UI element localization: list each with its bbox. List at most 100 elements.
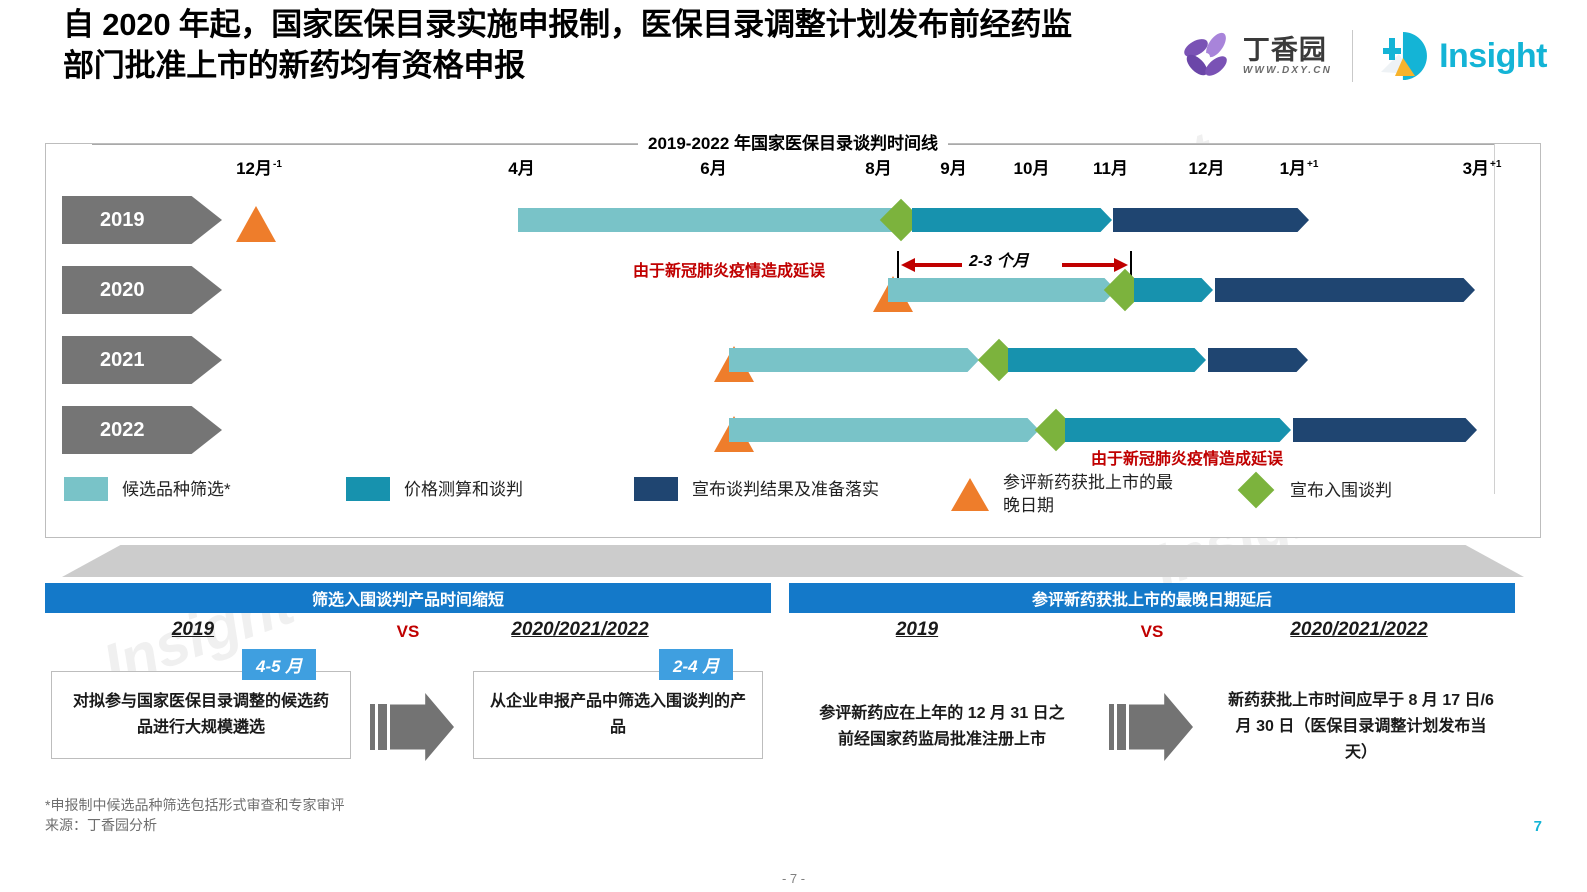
legend-swatch bbox=[634, 477, 678, 501]
bar-announce bbox=[1113, 208, 1309, 232]
panel-body: 对拟参与国家医保目录调整的候选药品进行大规模遴选 4-5 月 从企业申报产品中筛… bbox=[45, 649, 771, 769]
panel-left-box: 参评新药应在上年的 12 月 31 日之前经国家药监局批准注册上市 bbox=[799, 671, 1085, 783]
month-label: 12月 bbox=[1188, 159, 1225, 178]
panel-right-duration-tag: 2-4 月 bbox=[659, 649, 734, 680]
insight-wordmark: Insight bbox=[1439, 36, 1547, 75]
panel-left-year: 2019 bbox=[895, 619, 939, 640]
span-line-right bbox=[1062, 263, 1114, 267]
panel-header: 筛选入围谈判产品时间缩短 bbox=[45, 583, 771, 613]
footnotes: *申报制中候选品种筛选包括形式审查和专家审评 来源：丁香园分析 bbox=[45, 795, 344, 835]
timeline-row-2021: 2021 bbox=[46, 336, 1540, 384]
panel-right-box: 从企业申报产品中筛选入围谈判的产品 bbox=[473, 671, 763, 759]
page-number: 7 bbox=[1533, 818, 1542, 835]
logo-divider bbox=[1352, 30, 1354, 82]
legend-item-shortlist: 宣布入围谈判 bbox=[1236, 471, 1392, 509]
month-label: 4月 bbox=[508, 159, 535, 178]
timeline-card: 2019-2022 年国家医保目录谈判时间线 12月-1 4月 6月 8月 9月… bbox=[45, 134, 1541, 538]
dxy-cn-text: 丁香园 bbox=[1242, 35, 1327, 65]
timeline-right-guide bbox=[1494, 144, 1495, 494]
month-label: 12月-1 bbox=[236, 159, 282, 178]
span-arrowhead-left bbox=[901, 258, 915, 272]
span-label: 2-3 个月 bbox=[969, 253, 1029, 270]
dxy-leaf-icon bbox=[1184, 32, 1227, 76]
year-chip-2022: 2022 bbox=[62, 406, 222, 454]
span-line-left bbox=[914, 263, 962, 267]
funnel-connector bbox=[62, 545, 1524, 577]
panel-compare-row: 2019 VS 2020/2021/2022 bbox=[45, 613, 771, 649]
legend-item-screening: 候选品种筛选* bbox=[64, 477, 231, 501]
arrow-tail-thick bbox=[1117, 704, 1126, 750]
legend-item-announce: 宣布谈判结果及准备落实 bbox=[634, 477, 879, 501]
arrow-head bbox=[390, 693, 454, 761]
arrow-head bbox=[1129, 693, 1193, 761]
timeline-row-2022: 2022 bbox=[46, 406, 1540, 454]
panel-left-duration-tag: 4-5 月 bbox=[242, 649, 317, 680]
bar-announce bbox=[1208, 348, 1308, 372]
page-title: 自 2020 年起，国家医保目录实施申报制，医保目录调整计划发布前经药监部门批准… bbox=[63, 7, 1072, 83]
month-label: 3月+1 bbox=[1462, 159, 1502, 178]
bar-screening bbox=[729, 348, 979, 372]
panel-right-year: 2020/2021/2022 bbox=[511, 619, 649, 640]
bar-screening bbox=[518, 208, 903, 232]
bar-announce bbox=[1293, 418, 1477, 442]
bar-screening bbox=[888, 278, 1116, 302]
triangle-icon bbox=[951, 477, 989, 511]
legend-label: 价格测算和谈判 bbox=[404, 479, 523, 499]
panel-header: 参评新药获批上市的最晚日期延后 bbox=[789, 583, 1515, 613]
year-chip-2019: 2019 bbox=[62, 196, 222, 244]
month-label: 1月+1 bbox=[1279, 159, 1319, 178]
panel-right-box: 新药获批上市时间应早于 8 月 17 日/6 月 30 日（医保目录调整计划发布… bbox=[1211, 671, 1511, 783]
bar-negotiation bbox=[1065, 418, 1291, 442]
dxy-url-text: WWW.DXY.CN bbox=[1242, 65, 1333, 76]
month-axis: 12月-1 4月 6月 8月 9月 10月 11月 12月 1月+1 3月+1 bbox=[46, 154, 1540, 184]
bar-negotiation bbox=[1134, 278, 1213, 302]
legend-label: 宣布谈判结果及准备落实 bbox=[692, 479, 879, 499]
dxy-wordmark: 丁香园 WWW.DXY.CN bbox=[1243, 35, 1332, 77]
approval-deadline-marker bbox=[236, 206, 276, 242]
arrow-tail-thin bbox=[370, 704, 375, 750]
month-label: 9月 bbox=[940, 159, 967, 178]
timeline-row-2019: 2019 bbox=[46, 196, 1540, 244]
month-label: 11月 bbox=[1093, 159, 1128, 178]
timeline-legend: 候选品种筛选* 价格测算和谈判 宣布谈判结果及准备落实 参评新药获批上市的最晚日… bbox=[46, 465, 1540, 523]
span-arrowhead-right bbox=[1114, 258, 1128, 272]
panel-body: 参评新药应在上年的 12 月 31 日之前经国家药监局批准注册上市 新药获批上市… bbox=[789, 649, 1515, 783]
footnote-asterisk: *申报制中候选品种筛选包括形式审查和专家审评 bbox=[45, 797, 345, 813]
panel-vs: VS bbox=[1140, 622, 1164, 641]
legend-swatch bbox=[346, 477, 390, 501]
arrow-tail-thick bbox=[378, 704, 387, 750]
diamond-icon bbox=[1237, 471, 1275, 509]
delay-span-2020: 2-3 个月 bbox=[897, 251, 1132, 281]
dxy-logo: 丁香园 WWW.DXY.CN bbox=[1179, 28, 1332, 84]
legend-item-negotiation: 价格测算和谈判 bbox=[346, 477, 523, 501]
panel-left-box: 对拟参与国家医保目录调整的候选药品进行大规模遴选 bbox=[51, 671, 351, 759]
panel-vs: VS bbox=[396, 622, 420, 641]
bar-announce bbox=[1215, 278, 1475, 302]
legend-label: 参评新药获批上市的最晚日期 bbox=[1003, 473, 1173, 515]
logo-group: 丁香园 WWW.DXY.CN Insight bbox=[1179, 20, 1547, 92]
timeline-heading: 2019-2022 年国家医保目录谈判时间线 bbox=[46, 129, 1540, 154]
panel-compare-row: 2019 VS 2020/2021/2022 bbox=[789, 613, 1515, 649]
insight-chart-icon bbox=[1377, 32, 1428, 81]
legend-label: 宣布入围谈判 bbox=[1290, 480, 1392, 500]
arrow-tail-thin bbox=[1109, 704, 1114, 750]
page-footer: - 7 - bbox=[781, 871, 806, 886]
bar-negotiation bbox=[912, 208, 1112, 232]
panel-screening-time: 筛选入围谈判产品时间缩短 2019 VS 2020/2021/2022 对拟参与… bbox=[45, 583, 771, 773]
year-chip-2021: 2021 bbox=[62, 336, 222, 384]
insight-logo: Insight bbox=[1373, 28, 1547, 84]
panel-right-year: 2020/2021/2022 bbox=[1290, 619, 1428, 640]
legend-item-deadline: 参评新药获批上市的最晚日期 bbox=[951, 471, 1196, 517]
panel-left-year: 2019 bbox=[171, 619, 215, 640]
transition-arrow-icon bbox=[1109, 693, 1193, 761]
delay-note-2022: 由于新冠肺炎疫情造成延误 bbox=[1091, 451, 1284, 468]
bar-negotiation bbox=[1008, 348, 1206, 372]
timeline-row-2020: 2020 bbox=[46, 266, 1540, 314]
panel-approval-deadline: 参评新药获批上市的最晚日期延后 2019 VS 2020/2021/2022 参… bbox=[789, 583, 1515, 783]
month-label: 10月 bbox=[1013, 159, 1050, 178]
month-label: 6月 bbox=[700, 159, 727, 178]
footnote-source: 来源：丁香园分析 bbox=[45, 817, 157, 833]
legend-label: 候选品种筛选* bbox=[122, 479, 231, 499]
span-tick-right bbox=[1130, 251, 1132, 281]
